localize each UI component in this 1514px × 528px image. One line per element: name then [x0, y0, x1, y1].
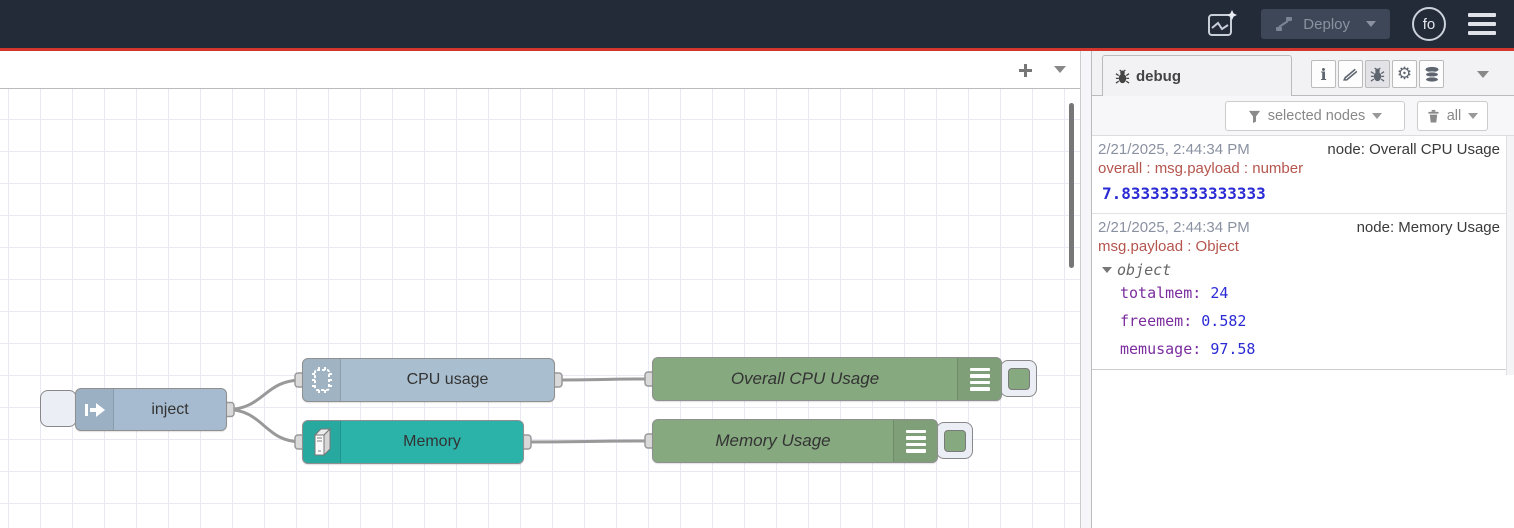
- inject-arrow-icon: [84, 402, 105, 417]
- filter-label: selected nodes: [1267, 108, 1366, 124]
- sidebar-tab-bar: debug i ⚙: [1092, 51, 1514, 96]
- collapse-caret-icon: [1102, 267, 1112, 273]
- filter-nodes-button[interactable]: selected nodes: [1225, 101, 1405, 131]
- debug-toggle-state: [943, 429, 966, 452]
- flow-chart-sparkle-icon: [1208, 10, 1238, 36]
- message-property-path: msg.payload : Object: [1098, 238, 1239, 255]
- deploy-wire-icon: [1276, 17, 1293, 31]
- plus-icon: [1019, 64, 1032, 77]
- inject-trigger-button[interactable]: [40, 390, 77, 427]
- node-memory[interactable]: Memory: [302, 420, 524, 464]
- wire-memory-debug[interactable]: [523, 439, 653, 444]
- flow-list-caret-icon[interactable]: [1054, 66, 1066, 73]
- deploy-button[interactable]: Deploy: [1261, 9, 1390, 39]
- computer-tower-icon: [313, 427, 331, 457]
- message-source-node: node: Memory Usage: [1356, 219, 1500, 236]
- filter-caret-icon: [1372, 113, 1383, 119]
- node-cpu-usage[interactable]: CPU usage: [302, 358, 555, 402]
- bug-icon: [1115, 69, 1130, 84]
- book-icon: [1343, 68, 1358, 81]
- property-key: totalmem:: [1120, 284, 1202, 302]
- node-label: Memory Usage: [715, 431, 831, 450]
- message-source-node: node: Overall CPU Usage: [1327, 141, 1500, 158]
- message-value-number[interactable]: 7.833333333333333: [1102, 184, 1266, 203]
- flow-canvas[interactable]: inject CPU usage Memory Overall CPU: [0, 89, 1080, 528]
- deploy-caret-icon[interactable]: [1366, 21, 1376, 27]
- sidebar-tab-context[interactable]: [1419, 60, 1444, 88]
- filter-funnel-icon: [1248, 110, 1260, 123]
- object-property[interactable]: memusage: 97.58: [1120, 335, 1500, 363]
- tab-debug[interactable]: debug: [1102, 55, 1292, 96]
- node-label: Overall CPU Usage: [730, 369, 880, 388]
- trash-icon: [1428, 109, 1439, 123]
- debug-toggle-memusage[interactable]: [936, 422, 973, 459]
- debug-toolbar: selected nodes all: [1092, 96, 1514, 136]
- debug-message-list: 2/21/2025, 2:44:34 PM node: Overall CPU …: [1092, 136, 1514, 370]
- canvas-vertical-scrollbar[interactable]: [1069, 103, 1074, 268]
- message-timestamp: 2/21/2025, 2:44:34 PM: [1098, 141, 1250, 158]
- wire-cpu-debug[interactable]: [554, 377, 653, 382]
- object-type-label: object: [1117, 261, 1172, 279]
- property-key: memusage:: [1120, 340, 1202, 358]
- hamburger-icon: [1468, 13, 1496, 17]
- gear-icon: ⚙: [1396, 63, 1413, 84]
- flow-assistant-button[interactable]: [1205, 7, 1239, 41]
- debug-message[interactable]: 2/21/2025, 2:44:34 PM node: Memory Usage…: [1092, 214, 1514, 369]
- object-property[interactable]: freemem: 0.582: [1120, 307, 1500, 335]
- debug-sidebar: debug i ⚙: [1092, 51, 1514, 528]
- wire-inject-cpu[interactable]: [226, 378, 303, 411]
- sidebar-tab-help[interactable]: [1338, 60, 1363, 88]
- node-label: Memory: [403, 433, 461, 450]
- cpu-chip-icon: [311, 367, 332, 393]
- message-timestamp: 2/21/2025, 2:44:34 PM: [1098, 219, 1250, 236]
- debug-console-icon: [905, 429, 926, 453]
- debug-message[interactable]: 2/21/2025, 2:44:34 PM node: Overall CPU …: [1092, 136, 1514, 214]
- property-key: freemem:: [1120, 312, 1193, 330]
- node-label: CPU usage: [406, 371, 489, 388]
- clear-messages-button[interactable]: all: [1417, 101, 1488, 131]
- bug-icon: [1370, 67, 1385, 82]
- tab-debug-label: debug: [1136, 67, 1181, 85]
- sidebar-tab-config[interactable]: ⚙: [1392, 60, 1417, 88]
- property-value: 24: [1210, 284, 1229, 302]
- avatar-initials: fo: [1422, 15, 1436, 33]
- sidebar-options-caret-icon[interactable]: [1477, 71, 1489, 78]
- debug-console-icon: [969, 367, 990, 391]
- property-value: 97.58: [1210, 340, 1256, 358]
- property-value: 0.582: [1201, 312, 1247, 330]
- main-menu-button[interactable]: [1468, 9, 1496, 39]
- sidebar-tab-info[interactable]: i: [1311, 60, 1336, 88]
- debug-list-scrollbar[interactable]: [1506, 136, 1514, 375]
- database-icon: [1424, 66, 1439, 83]
- message-property-path: overall : msg.payload : number: [1098, 160, 1304, 177]
- app-header: Deploy fo: [0, 0, 1514, 48]
- object-property[interactable]: totalmem: 24: [1120, 279, 1500, 307]
- node-debug-overall-cpu[interactable]: Overall CPU Usage: [652, 357, 1002, 401]
- sidebar-tab-debug-messages[interactable]: [1365, 60, 1390, 88]
- wire-inject-memory[interactable]: [226, 408, 303, 444]
- user-avatar[interactable]: fo: [1412, 7, 1446, 41]
- debug-toggle-state: [1007, 367, 1030, 390]
- flow-tab-bar: [0, 51, 1080, 89]
- node-inject[interactable]: inject: [75, 388, 227, 431]
- deploy-label: Deploy: [1303, 15, 1350, 33]
- clear-label: all: [1446, 108, 1462, 124]
- clear-caret-icon: [1468, 113, 1479, 119]
- node-label: inject: [151, 400, 189, 418]
- info-icon: i: [1320, 64, 1327, 84]
- object-expander[interactable]: object: [1102, 261, 1500, 279]
- sidebar-resize-handle[interactable]: [1080, 51, 1092, 528]
- add-flow-button[interactable]: [1014, 59, 1036, 81]
- debug-toggle-overall[interactable]: [1000, 360, 1037, 397]
- node-debug-memory-usage[interactable]: Memory Usage: [652, 419, 938, 463]
- header-accent-line: [0, 48, 1514, 51]
